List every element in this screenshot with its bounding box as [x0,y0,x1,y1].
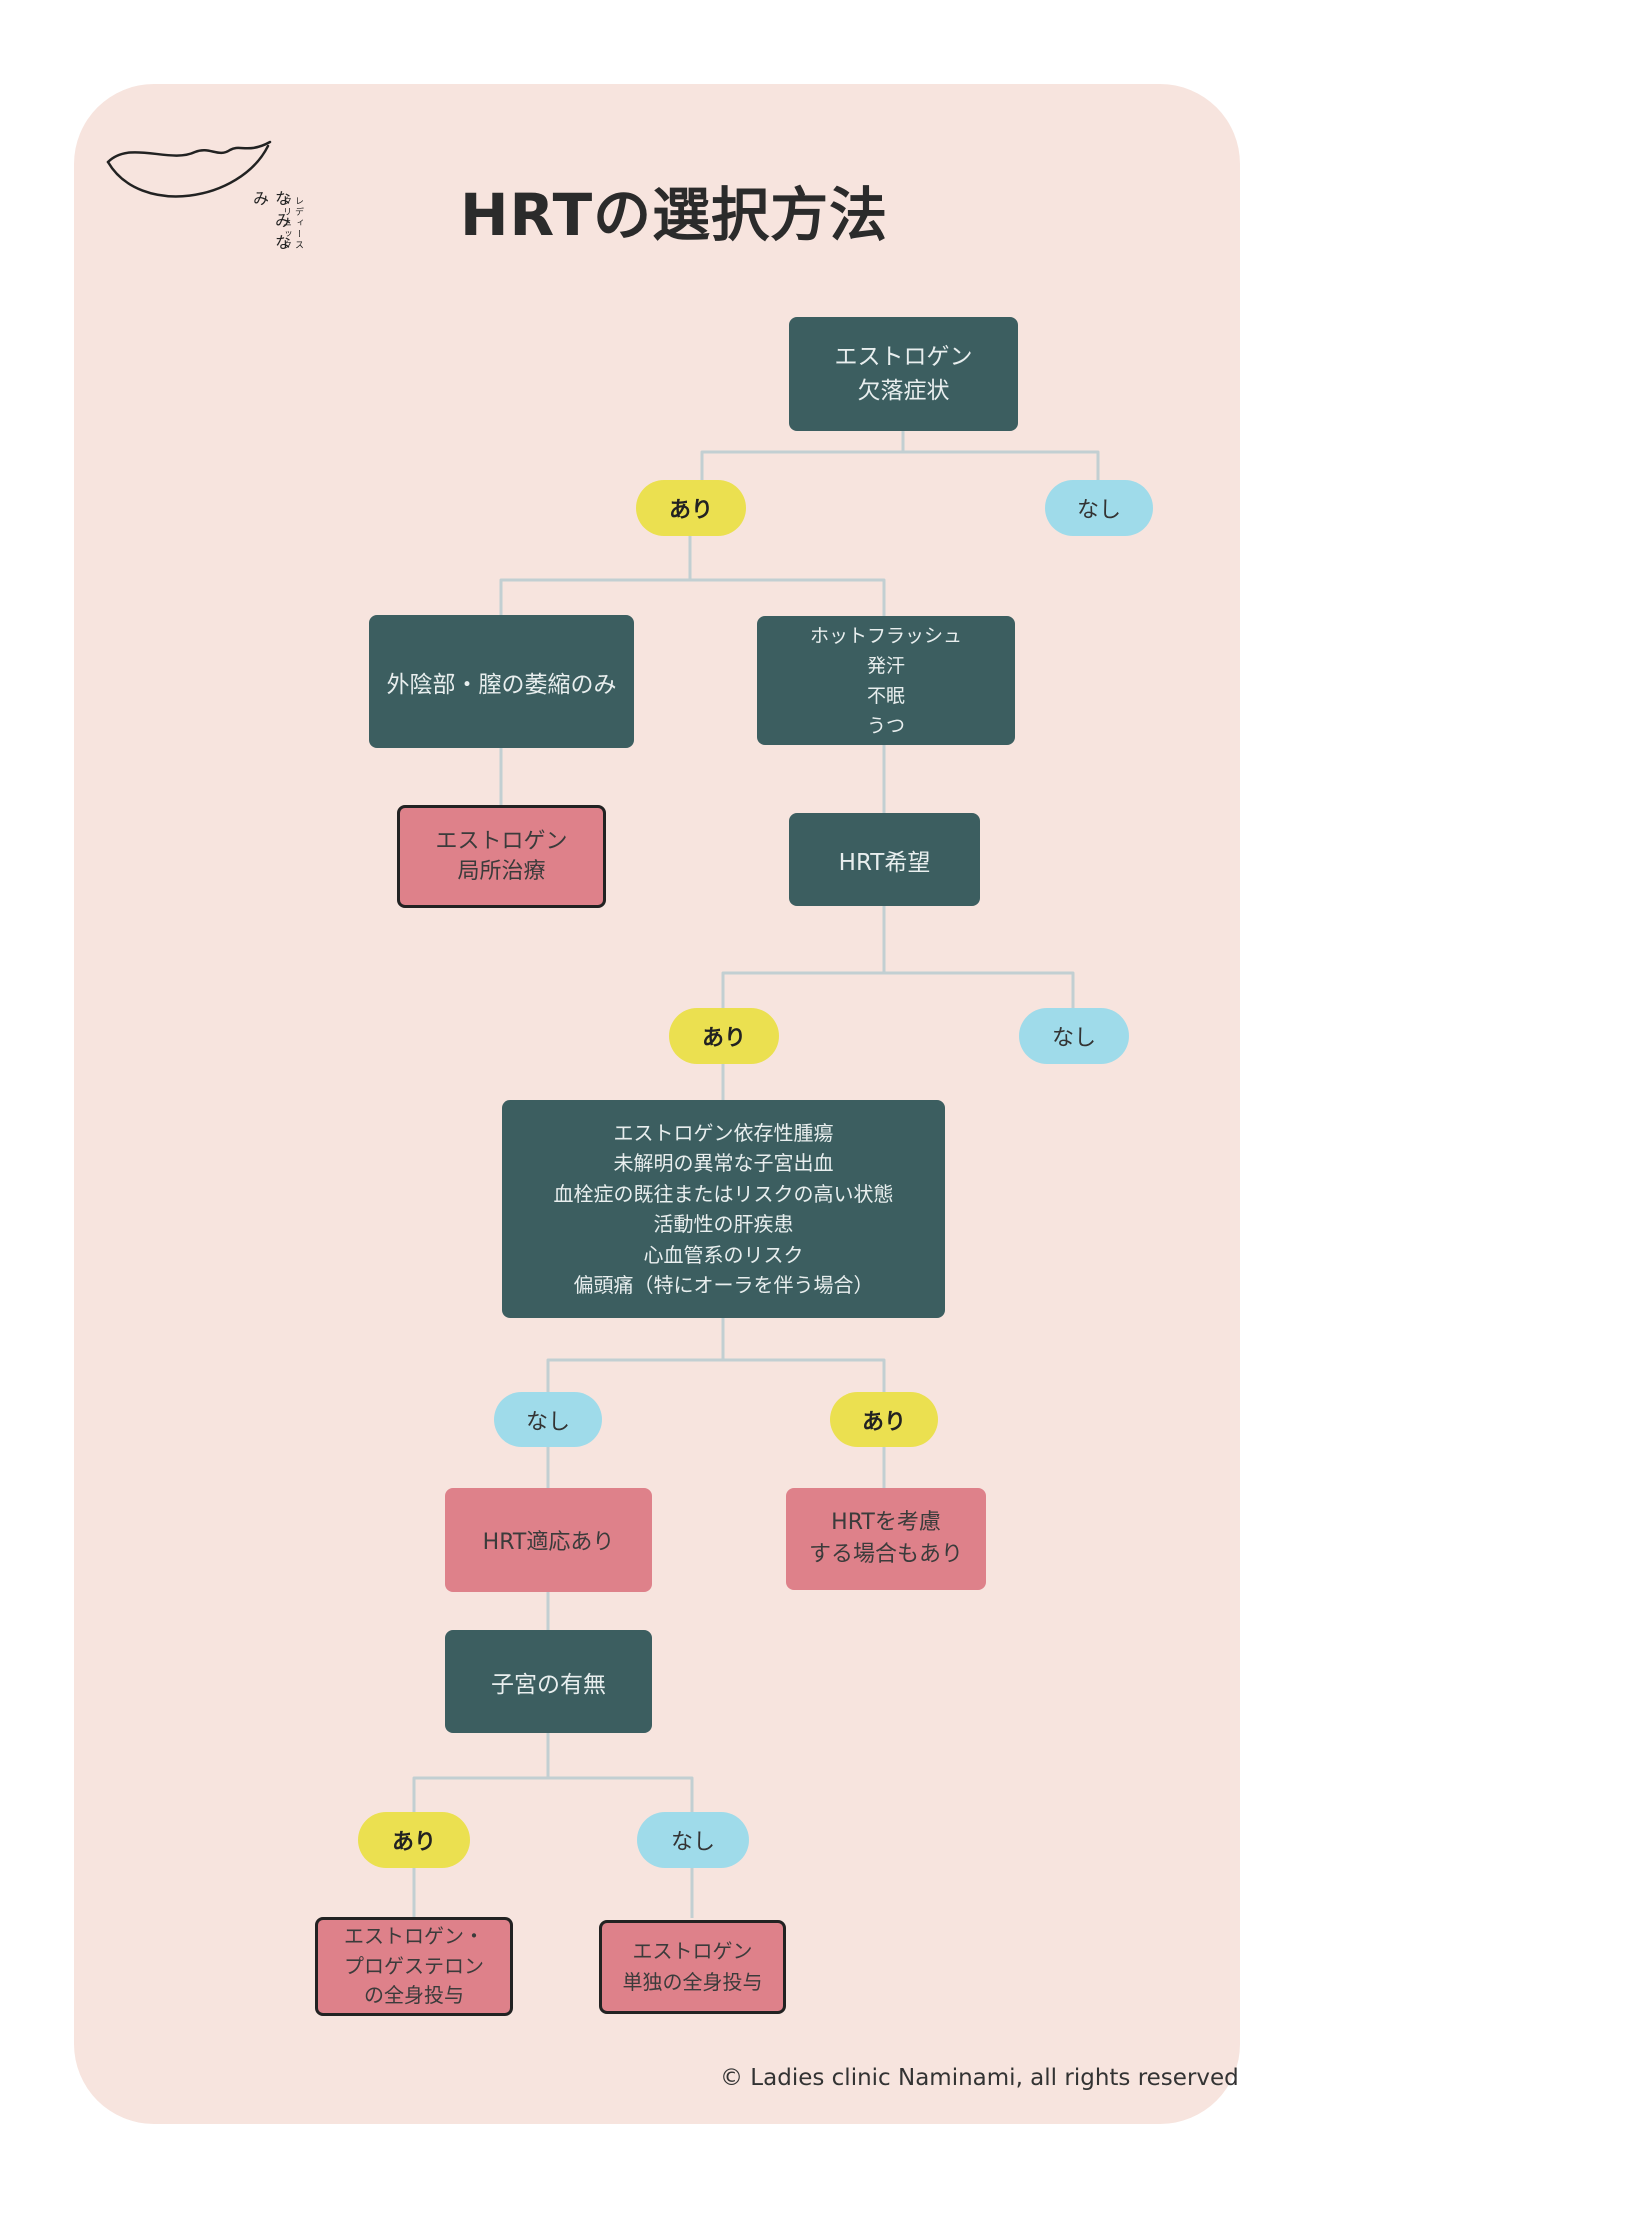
pill-wish-yes: あり [669,1008,779,1064]
copyright-footer: © Ladies clinic Naminami, all rights res… [720,2065,1239,2091]
node-contraindications: エストロゲン依存性腫瘍 未解明の異常な子宮出血 血栓症の既往またはリスクの高い状… [502,1100,945,1318]
node-local-treatment: エストロゲン 局所治療 [397,805,606,908]
pill-contra-no: なし [494,1392,602,1447]
logo-subtitle: レディースクリニック [281,196,303,251]
node-vasomotor-symptoms: ホットフラッシュ 発汗 不眠 うつ [757,616,1015,745]
node-hrt-consider: HRTを考慮 する場合もあり [786,1488,986,1590]
connector-uterus [412,1733,694,1812]
connector-root [700,431,1100,480]
node-estrogen-only: エストロゲン 単独の全身投与 [599,1920,786,2014]
node-combined-therapy: エストロゲン・ プロゲステロン の全身投与 [315,1917,513,2016]
node-estrogen-deficiency: エストロゲン 欠落症状 [789,317,1018,431]
logo-wave-icon [106,140,272,198]
node-hrt-indicated: HRT適応あり [445,1488,652,1592]
pill-root-yes: あり [636,480,746,536]
pill-uterus-yes: あり [358,1812,470,1868]
pill-root-no: なし [1045,480,1153,536]
node-hrt-wish: HRT希望 [789,813,980,906]
connector-root-yes [499,536,886,616]
connector-contraindications [546,1318,886,1392]
logo-brand: なみなみ [250,190,291,256]
page-title: HRTの選択方法 [460,181,889,249]
pill-uterus-no: なし [637,1812,749,1868]
connector-hrt-wish [721,906,1075,1008]
node-atrophy-only: 外陰部・膣の萎縮のみ [369,615,634,748]
pill-contra-yes: あり [830,1392,938,1447]
pill-wish-no: なし [1019,1008,1129,1064]
node-uterus-presence: 子宮の有無 [445,1630,652,1733]
